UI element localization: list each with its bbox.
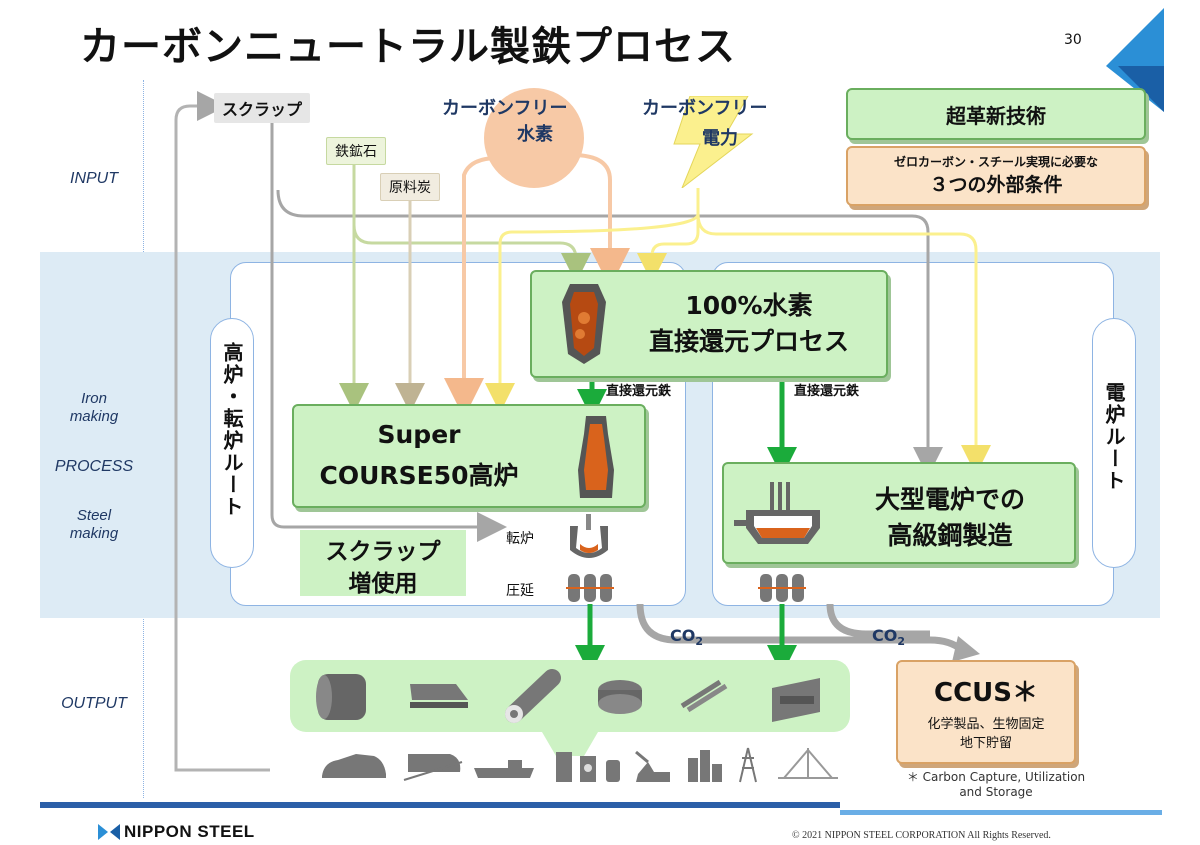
coil-icon: [316, 674, 366, 720]
large-eaf-box: 大型電炉での 高級鋼製造: [722, 462, 1076, 564]
label-steel-making: Steel making: [69, 507, 119, 542]
scrap-increase-box: スクラップ 増使用: [300, 530, 466, 597]
ccus-footnote: ＊ Carbon Capture, Utilization and Storag…: [906, 770, 1086, 799]
can-icon: [606, 760, 620, 782]
power-label-1: カーボンフリー: [642, 98, 768, 119]
dri-label-left: 直接還元鉄: [606, 384, 672, 399]
bf-route-label: 高炉・転炉ルート: [220, 342, 244, 518]
refrigerator-icon: [556, 752, 572, 782]
eaf-route-pill: [1092, 318, 1136, 568]
ship-icon: [474, 760, 534, 778]
bridge-icon: [778, 748, 838, 779]
hydrogen-circle: [484, 88, 584, 188]
label-input: INPUT: [70, 170, 118, 187]
plate-icon: [410, 684, 468, 708]
ccus-title: CCUS＊: [933, 678, 1038, 708]
scrap-increase-1: スクラップ: [325, 539, 441, 565]
hydrogen-direct-reduction-box: 100%水素 直接還元プロセス: [530, 270, 888, 378]
ccus-line2: 地下貯留: [959, 736, 1012, 751]
sc50-title-1: Super: [377, 420, 461, 449]
power-label-2: 電力: [702, 128, 738, 149]
h2-dr-title-2: 直接還元プロセス: [648, 327, 849, 356]
page-number: 30: [1064, 32, 1082, 48]
bf-route-pill: [210, 318, 254, 568]
shaft-furnace-icon: [562, 284, 606, 364]
copyright: © 2021 NIPPON STEEL CORPORATION All Righ…: [792, 830, 1051, 841]
excavator-icon: [635, 750, 670, 782]
buildings-icon: [688, 750, 722, 782]
pipe-icon: [505, 669, 561, 723]
lightning-icon: [673, 96, 754, 188]
rolling-label: 圧延: [506, 583, 534, 599]
co2-label-left: CO2: [670, 626, 703, 649]
steel-products-band: [290, 660, 850, 732]
ccus-box: CCUS＊ 化学製品、生物固定 地下貯留: [896, 660, 1076, 764]
hydrogen-label-2: 水素: [517, 124, 553, 145]
steel-product-icons: [316, 669, 820, 756]
company-logo-text: NIPPON STEEL: [124, 822, 255, 841]
super-innovative-tech-label: 超革新技術: [946, 103, 1046, 128]
co2-label-right: CO2: [872, 626, 905, 649]
super-course50-box: Super COURSE50高炉: [292, 404, 646, 508]
label-iron-making: Iron making: [69, 390, 119, 425]
label-process: PROCESS: [54, 458, 134, 475]
car-icon: [322, 754, 386, 778]
converter-icon: [570, 514, 608, 558]
footer-rule-accent: [840, 810, 1162, 815]
eaf-title-1: 大型電炉での: [874, 485, 1025, 514]
eaf-title-2: 高級鋼製造: [887, 521, 1013, 550]
sc50-title-2: COURSE50高炉: [319, 461, 519, 490]
rolling-mill-icon: [566, 574, 614, 602]
nippon-steel-logo-icon: [98, 824, 120, 840]
wire-coil-icon: [598, 680, 642, 714]
external-conditions-box: ゼロカーボン・スチール実現に必要な ３つの外部条件: [846, 146, 1146, 206]
ccus-line1: 化学製品、生物固定: [927, 717, 1045, 732]
h2-dr-title-1: 100%水素: [685, 291, 813, 320]
input-scrap: スクラップ: [214, 93, 311, 123]
label-output: OUTPUT: [61, 695, 127, 712]
electric-arc-furnace-icon: [734, 482, 820, 544]
external-conditions-subtitle: ゼロカーボン・スチール実現に必要な: [893, 155, 1098, 169]
power-tower-icon: [739, 747, 757, 783]
eaf-route-label: 電炉ルート: [1102, 382, 1126, 492]
hydrogen-label-1: カーボンフリー: [442, 98, 568, 119]
washing-machine-icon: [580, 756, 596, 782]
page-title: カーボンニュートラル製鉄プロセス: [80, 24, 736, 70]
footer-rule: [40, 802, 840, 808]
train-icon: [403, 754, 463, 781]
external-conditions-title: ３つの外部条件: [929, 174, 1063, 196]
bars-icon: [680, 679, 728, 713]
rolling-mill-icon-eaf: [758, 574, 806, 602]
end-use-icons: [322, 747, 838, 783]
dri-label-right: 直接還元鉄: [794, 384, 860, 399]
super-innovative-tech-box: 超革新技術: [846, 88, 1146, 140]
blast-furnace-icon: [578, 416, 614, 498]
input-iron-ore: 鉄鉱石: [326, 137, 386, 165]
converter-label: 転炉: [506, 531, 534, 547]
input-coking-coal: 原料炭: [380, 173, 440, 201]
h-beam-icon: [772, 678, 820, 722]
scrap-increase-2: 増使用: [348, 571, 418, 597]
